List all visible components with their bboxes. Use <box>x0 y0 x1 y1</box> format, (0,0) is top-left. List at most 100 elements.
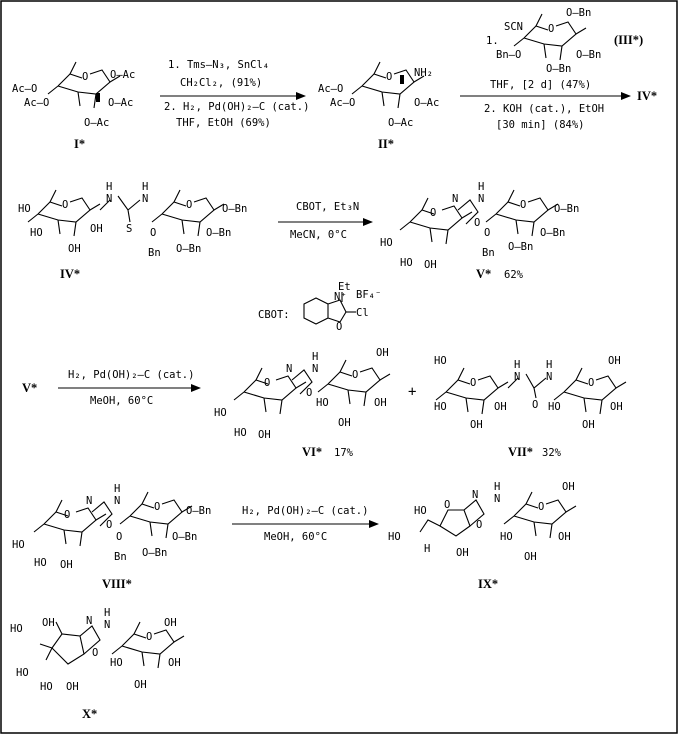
atom-label-obn: O–Bn <box>222 203 247 215</box>
atom-label-ho: HO <box>316 397 329 409</box>
ring-oxygen: O <box>154 501 160 513</box>
atom-label-ho: HO <box>434 401 447 413</box>
atom-label-o: O <box>116 531 122 543</box>
compound-iii-structure: O SCN O–Bn Bn–O O–Bn O–Bn <box>496 7 601 75</box>
atom-label-ho: HO <box>214 407 227 419</box>
reaction-3-condition-2: MeCN, 0°C <box>290 229 347 241</box>
atom-label-oh: OH <box>338 417 351 429</box>
atom-label-oh: OH <box>456 547 469 559</box>
compound-label-v: V* <box>476 267 491 281</box>
atom-label-obn: O–Bn <box>186 505 211 517</box>
wedge-bond <box>96 93 100 102</box>
atom-label-ho: HO <box>434 355 447 367</box>
atom-label-n: N <box>494 493 500 505</box>
compound-ix-structure: O N O H N O OH OH HO OH HO HO H OH <box>388 481 577 563</box>
plus-sign: + <box>408 384 416 400</box>
compound-vi-structure: O N O H N O OH OH HO OH HO HO OH <box>214 347 391 441</box>
atom-label-ho: HO <box>548 401 561 413</box>
compound-label-iv: IV* <box>60 267 80 281</box>
ring-oxygen: O <box>520 199 526 211</box>
atom-label-obn: O–Bn <box>206 227 231 239</box>
atom-label-n: N <box>104 619 110 631</box>
atom-label-aco: Ac–O <box>24 97 49 109</box>
cbot-reagent-structure: CBOT: N⁺ Et O Cl BF₄⁻ <box>258 281 381 333</box>
ring-oxygen: O <box>386 71 392 83</box>
compound-label-viii: VIII* <box>102 577 132 591</box>
atom-label-oh: OH <box>470 419 483 431</box>
atom-label-n: N <box>452 193 458 205</box>
atom-label-oh: OH <box>68 243 81 255</box>
atom-label-o: O <box>484 227 490 239</box>
furanose-oxazoline-ring <box>419 499 485 537</box>
compound-viii-structure: O N O H N O O–Bn O–Bn O Bn O–Bn HO HO OH <box>12 483 211 571</box>
atom-label-n: N <box>86 495 92 507</box>
reaction-4-condition-2: MeOH, 60°C <box>90 395 153 407</box>
atom-label-ho: HO <box>500 531 513 543</box>
ring-oxygen: O <box>430 207 436 219</box>
atom-label-ho: HO <box>10 623 23 635</box>
reaction-1-condition-2: CH₂Cl₂, (91%) <box>180 77 262 89</box>
atom-label-nh: H <box>104 607 110 619</box>
ring-oxygen: O <box>548 23 554 35</box>
atom-label-oh: OH <box>168 657 181 669</box>
compound-label-x: X* <box>82 707 97 721</box>
atom-label-h: H <box>424 543 430 555</box>
reaction-1-condition-3: 2. H₂, Pd(OH)₂–C (cat.) <box>164 101 309 113</box>
ring-oxygen: O <box>146 631 152 643</box>
reaction-1-condition-1: 1. Tms–N₃, SnCl₄ <box>168 59 269 71</box>
compound-label-v-start: V* <box>22 381 37 395</box>
compound-ii-structure: O Ac–O NH₂ Ac–O O–Ac O–Ac <box>318 61 439 129</box>
atom-label-obn: O–Bn <box>142 547 167 559</box>
ring-oxygen: O <box>62 199 68 211</box>
atom-label-oh: OH <box>582 419 595 431</box>
compound-i-structure: O Ac–O O–Ac Ac–O O–Ac O–Ac <box>12 61 135 129</box>
compound-label-ii: II* <box>378 137 394 151</box>
atom-label-oh: OH <box>558 531 571 543</box>
atom-label-oac: O–Ac <box>108 97 133 109</box>
atom-label-bn: Bn <box>148 247 161 259</box>
reaction-4-condition-1: H₂, Pd(OH)₂–C (cat.) <box>68 369 194 381</box>
reaction-2-condition-3: [30 min] (84%) <box>496 119 585 131</box>
atom-label-ho: HO <box>12 539 25 551</box>
atom-label-nh: H <box>494 481 500 493</box>
atom-label-n: N <box>142 193 148 205</box>
atom-label-nh: H <box>312 351 318 363</box>
atom-label-ho: HO <box>30 227 43 239</box>
atom-label-o: O <box>92 647 98 659</box>
thiourea-bonds <box>99 195 141 223</box>
atom-label-aco: Ac–O <box>318 83 343 95</box>
atom-label-n: N <box>478 193 484 205</box>
atom-label-ho: HO <box>18 203 31 215</box>
yield-vi: 17% <box>334 447 354 459</box>
yield-v: 62% <box>504 269 524 281</box>
compound-label-vi: VI* <box>302 445 322 459</box>
atom-label-obn: O–Bn <box>576 49 601 61</box>
atom-label-oh: OH <box>374 397 387 409</box>
reaction-2-condition-1: THF, [2 d] (47%) <box>490 79 591 91</box>
atom-label-cl: Cl <box>356 307 369 319</box>
atom-label-ho: HO <box>234 427 247 439</box>
atom-label-n: N <box>286 363 292 375</box>
atom-label-o: O <box>532 399 538 411</box>
ring-oxygen: O <box>588 377 594 389</box>
atom-label-oh: OH <box>424 259 437 271</box>
atom-label-nh: H <box>142 181 148 193</box>
atom-label-ho: HO <box>388 531 401 543</box>
atom-label-oh: OH <box>562 481 575 493</box>
atom-label-n: N <box>86 615 92 627</box>
atom-label-nplus: N⁺ <box>334 291 347 303</box>
oxazoline-ring <box>91 501 113 527</box>
atom-label-n: N <box>514 371 520 383</box>
atom-label-obn: O–Bn <box>508 241 533 253</box>
atom-label-obn: O–Bn <box>554 203 579 215</box>
atom-label-bf4: BF₄⁻ <box>356 289 381 301</box>
atom-label-ho: HO <box>380 237 393 249</box>
atom-label-n: N <box>546 371 552 383</box>
atom-label-oh: OH <box>134 679 147 691</box>
atom-label-n: N <box>312 363 318 375</box>
oxazoline-ring <box>291 369 313 395</box>
atom-label-ho: HO <box>400 257 413 269</box>
atom-label-oh: OH <box>42 617 55 629</box>
